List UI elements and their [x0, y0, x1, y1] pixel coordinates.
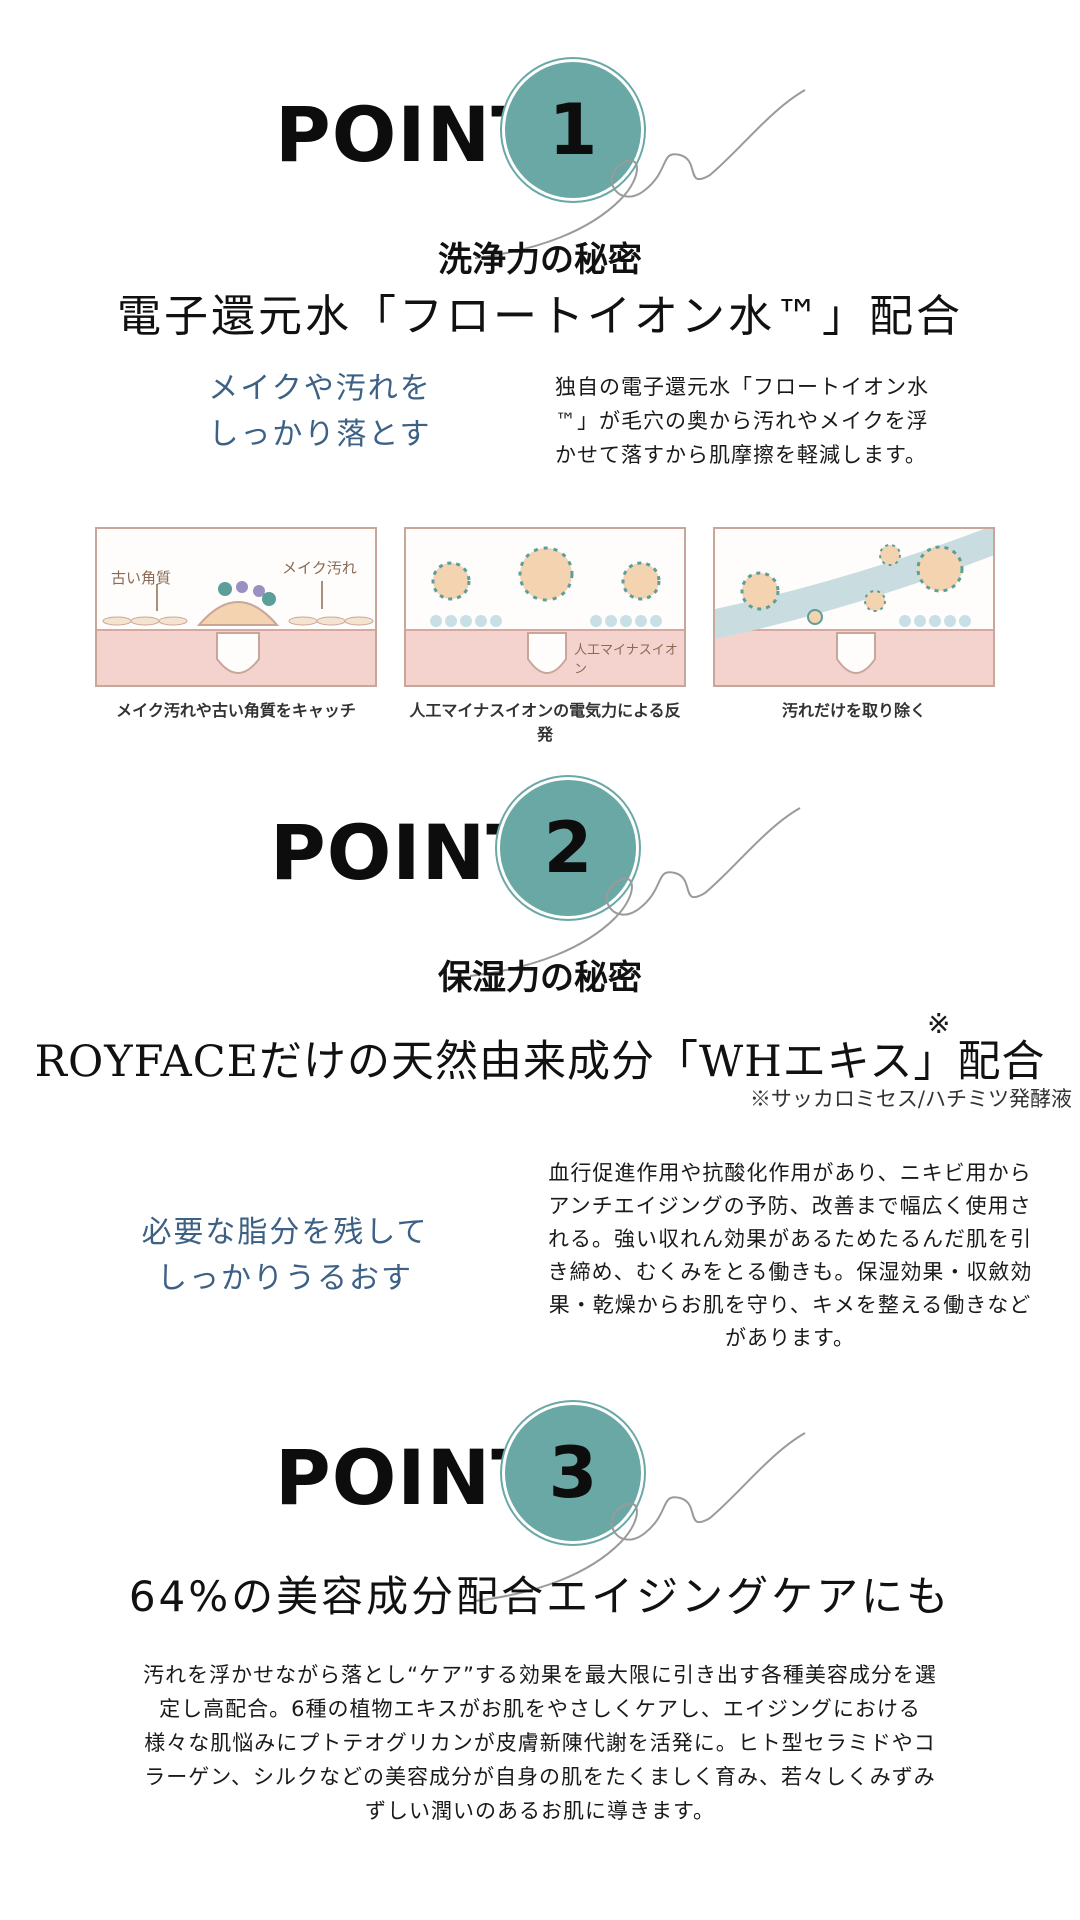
point-2-footnote: ※サッカロミセス/ハチミツ発酵液: [749, 1087, 1072, 1111]
point-2-catch: 必要な脂分を残して しっかりうるおす: [130, 1210, 440, 1302]
label-old-keratin: 古い角質: [111, 569, 172, 587]
point-3-word: POINT: [275, 1433, 545, 1522]
point-2-subtitle: 保湿力の秘密: [438, 958, 642, 998]
label-minus-ion: 人工マイナスイオン: [574, 643, 678, 677]
description-line: き締め、むくみをとる働きも。保湿効果・収斂効: [547, 1260, 1033, 1284]
catch-line: しっかりうるおす: [157, 1261, 413, 1296]
catch-line: 必要な脂分を残して: [141, 1215, 429, 1250]
point-1-description: 独自の電子還元水「フロートイオン水 ™」が毛穴の奥から汚れやメイクを浮 かせて落…: [555, 370, 995, 472]
swirl-decoration: [469, 807, 801, 977]
description-line: アンチエイジングの予防、改善まで幅広く使用さ: [548, 1194, 1032, 1218]
point-1-number: 1: [548, 89, 598, 171]
point-2-circle: [500, 780, 636, 916]
label-makeup-dirt: メイク汚れ: [282, 559, 357, 577]
point-1-headline: 電子還元水「フロートイオン水™」配合: [117, 291, 963, 342]
point-3-description: 汚れを浮かせながら落とし“ケア”する効果を最大限に引き出す各種美容成分を選 定し…: [70, 1658, 1010, 1828]
ion-illustration: [430, 546, 662, 674]
point-1-word: POINT: [275, 90, 545, 179]
diagram-catch: 古い角質 メイク汚れ: [95, 527, 377, 687]
description-line: 様々な肌悩みにプトテオグリカンが皮膚新陳代謝を活発に。ヒト型セラミドやコ: [144, 1731, 936, 1755]
point-1-subtitle: 洗浄力の秘密: [438, 240, 642, 280]
diagram-caption: メイク汚れや古い角質をキャッチ: [116, 701, 356, 720]
description-line: ™」が毛穴の奥から汚れやメイクを浮: [555, 409, 929, 433]
point-3-headline: 64%の美容成分配合エイジングケアにも: [128, 1572, 952, 1621]
headline-note-mark: ※: [927, 1007, 951, 1040]
point-2-description: 血行促進作用や抗酸化作用があり、ニキビ用から アンチエイジングの予防、改善まで幅…: [520, 1157, 1060, 1355]
description-line: かせて落すから肌摩擦を軽減します。: [555, 443, 927, 467]
swirl-decoration: [474, 1432, 806, 1602]
description-line: 定し高配合。6種の植物エキスがお肌をやさしくケアし、エイジングにおける: [159, 1697, 921, 1721]
point-3-number: 3: [548, 1432, 598, 1514]
description-line: 独自の電子還元水「フロートイオン水: [555, 375, 929, 399]
description-line: があります。: [725, 1326, 855, 1350]
diagram-caption: 人工マイナスイオンの電気力による反発: [409, 701, 681, 744]
pore-illustration: [102, 581, 374, 674]
point-2-headline: ROYFACEだけの天然由来成分「WHエキス」配合: [34, 1037, 1046, 1087]
point-1-catch: メイクや汚れを しっかり落とす: [190, 366, 450, 458]
description-line: 果・乾燥からお肌を守り、キメを整える働きなど: [548, 1293, 1032, 1317]
point-1-circle: [505, 62, 641, 198]
catch-line: メイクや汚れを: [208, 371, 432, 406]
point-2-header: POINT 2: [0, 768, 1080, 977]
description-line: 汚れを浮かせながら落とし“ケア”する効果を最大限に引き出す各種美容成分を選: [143, 1663, 937, 1687]
point-2-word: POINT: [270, 808, 540, 897]
point-3-circle: [505, 1405, 641, 1541]
swirl-decoration: [474, 89, 806, 259]
diagram-repel: 人工マイナスイオン: [404, 527, 686, 687]
diagram-caption: 汚れだけを取り除く: [781, 701, 926, 720]
description-line: ずしい潤いのあるお肌に導きます。: [365, 1799, 715, 1823]
removal-illustration: [715, 529, 993, 674]
description-line: ラーゲン、シルクなどの美容成分が自身の肌をたくましく育み、若々しくみずみ: [144, 1765, 936, 1789]
point-3-header: POINT 3: [0, 1393, 1080, 1602]
point-2-number: 2: [543, 807, 593, 889]
point-1-header: POINT 1: [0, 50, 1080, 259]
catch-line: しっかり落とす: [208, 417, 432, 452]
description-line: れる。強い収れん効果があるためたるんだ肌を引: [548, 1227, 1032, 1251]
diagram-remove: [713, 527, 995, 687]
description-line: 血行促進作用や抗酸化作用があり、ニキビ用から: [548, 1161, 1032, 1185]
